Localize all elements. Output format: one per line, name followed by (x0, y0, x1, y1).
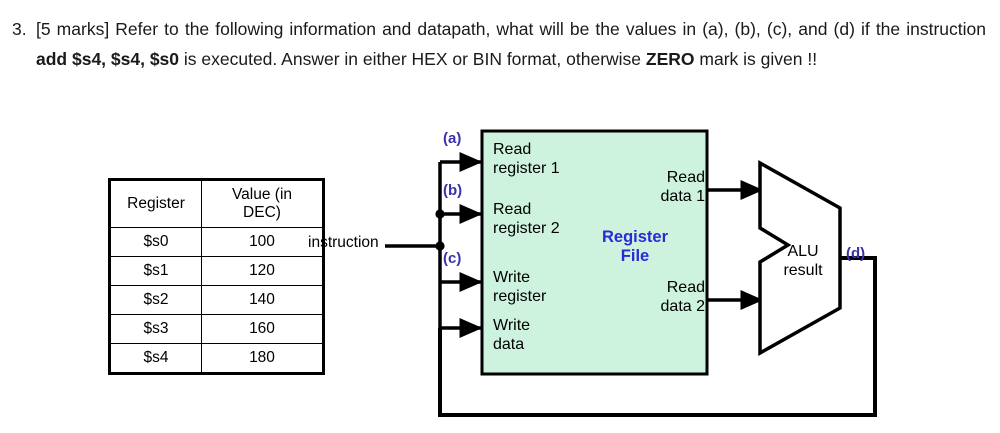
cell-value: 100 (201, 227, 324, 257)
cell-value: 140 (201, 285, 324, 315)
instruction-label: instruction (308, 234, 379, 251)
question-text-part-1: [5 marks] Refer to the following informa… (36, 19, 986, 39)
zero-bold: ZERO (645, 49, 695, 69)
datapath-diagram: instruction (a) (b) (c) Read register 1 … (308, 120, 1000, 433)
question-block: 3. [5 marks] Refer to the following info… (0, 0, 1000, 74)
tag-a: (a) (443, 130, 462, 147)
label-read-register-2: Read register 2 (493, 201, 560, 237)
cell-value: 180 (201, 343, 324, 374)
label-write-register: Write register (493, 269, 547, 305)
register-file-title: Register File (601, 228, 669, 265)
question-number: 3. (12, 19, 27, 39)
cell-register: $s4 (109, 343, 202, 374)
register-file-box (480, 129, 709, 376)
datapath-svg (385, 129, 877, 417)
table-header-row: Register Value (in DEC) (109, 179, 324, 228)
table: Register Value (in DEC) $s0 100 $s1 120 … (108, 178, 325, 375)
cell-register: $s0 (109, 227, 202, 257)
table-head: Register Value (in DEC) (109, 179, 324, 228)
table-body: $s0 100 $s1 120 $s2 140 $s3 160 $s4 180 (109, 227, 324, 374)
junction-dot (435, 241, 445, 251)
column-header-register: Register (109, 179, 202, 228)
table-row: $s1 120 (109, 256, 324, 286)
tag-b: (b) (443, 182, 463, 199)
question-text: [5 marks] Refer to the following informa… (36, 14, 992, 74)
alu-shape (758, 160, 842, 356)
instruction-bold: add $s4, $s4, $s0 (36, 49, 180, 69)
label-write-data: Write data (493, 317, 531, 353)
label-read-data-1: Read data 1 (660, 169, 705, 205)
table-row: $s2 140 (109, 285, 324, 315)
cell-value: 120 (201, 256, 324, 286)
question-text-part-3: mark is given !! (694, 49, 818, 69)
cell-register: $s3 (109, 314, 202, 344)
question-text-part-2: is executed. Answer in either HEX or BIN… (179, 49, 646, 69)
junction-dot (435, 209, 445, 219)
wire-alu-result-feedback (438, 256, 877, 417)
question-row: 3. [5 marks] Refer to the following info… (8, 14, 992, 74)
cell-register: $s1 (109, 256, 202, 286)
table-row: $s4 180 (109, 343, 324, 374)
label-read-data-2: Read data 2 (660, 279, 705, 315)
table-row: $s3 160 (109, 314, 324, 344)
tag-d: (d) (846, 245, 866, 262)
alu-label: ALU result (783, 243, 823, 279)
tag-c: (c) (443, 250, 462, 267)
column-header-value: Value (in DEC) (201, 179, 324, 228)
cell-value: 160 (201, 314, 324, 344)
table-row: $s0 100 (109, 227, 324, 257)
cell-register: $s2 (109, 285, 202, 315)
register-value-table: Register Value (in DEC) $s0 100 $s1 120 … (108, 178, 325, 375)
label-read-register-1: Read register 1 (493, 141, 560, 177)
